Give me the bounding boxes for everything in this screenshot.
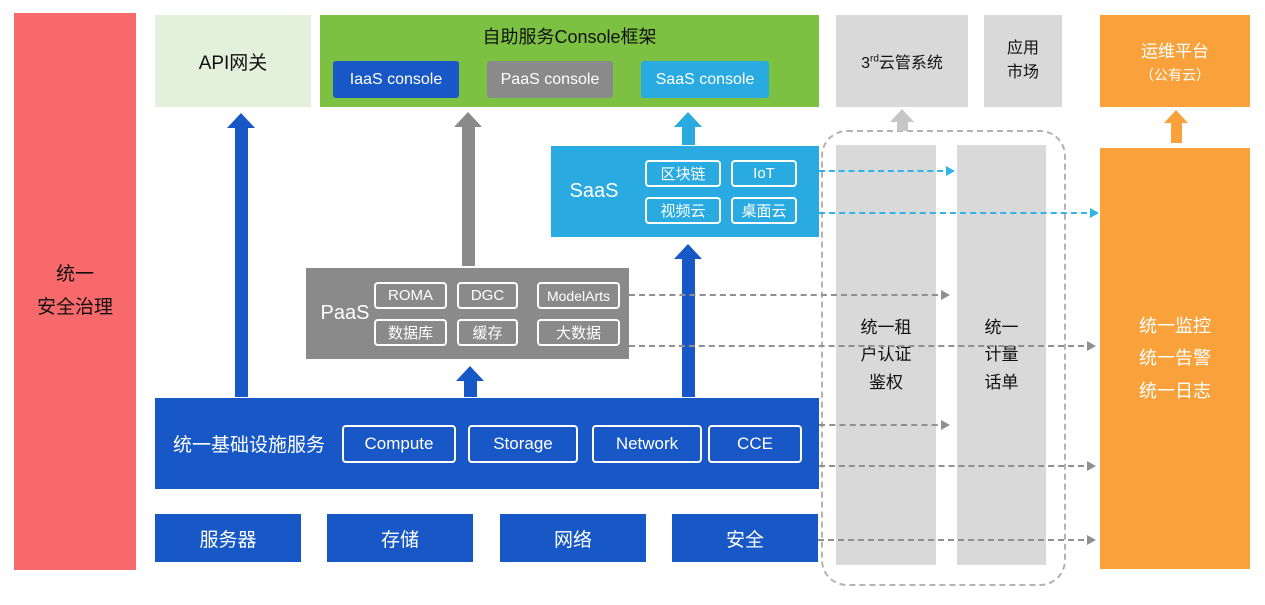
dashed-connector-saas-to-metering (819, 166, 955, 176)
paas-item-modelarts: ModelArts (537, 282, 620, 309)
dashed-arrow-head (941, 420, 950, 430)
dashed-arrow-head (946, 166, 955, 176)
arrow-head (454, 112, 482, 127)
infra-layer-label: 统一基础设施服务 (172, 435, 325, 456)
infra-item-cce: CCE (708, 425, 802, 463)
arrow-head (674, 244, 702, 259)
paas-item-cache: 缓存 (457, 319, 518, 346)
dashed-arrow-head (1090, 208, 1099, 218)
dashed-connector-infra-to-monitor (819, 461, 1096, 471)
arrow-head (890, 109, 914, 122)
paas-layer-box: PaaS ROMA DGC ModelArts 数据库 缓存 大数据 (306, 268, 629, 359)
iaas-console-box: IaaS console (333, 61, 459, 98)
saas-item-video-cloud: 视频云 (645, 197, 721, 224)
dashed-arrow-head (941, 290, 950, 300)
arrow-shaft (1170, 123, 1182, 143)
infra-item-storage: Storage (468, 425, 578, 463)
network-box: 网络 (500, 514, 646, 562)
arrow-shaft (681, 259, 695, 397)
api-gateway-box: API网关 (155, 15, 311, 107)
security-governance-bar: 统一 安全治理 (14, 13, 136, 570)
console-frame-box: 自助服务Console框架 IaaS console PaaS console … (320, 15, 819, 107)
auth-metering-group-border (821, 130, 1066, 586)
paas-item-database: 数据库 (374, 319, 447, 346)
third-party-label: 3rd云管系统 (861, 53, 943, 72)
arrow-head (227, 113, 255, 128)
arrow-infra-to-paas (456, 366, 484, 397)
saas-item-iot: IoT (731, 160, 797, 187)
paas-item-dgc: DGC (457, 282, 518, 309)
dashed-connector-saas-to-monitor (819, 208, 1099, 218)
server-box: 服务器 (155, 514, 301, 562)
saas-item-desktop-cloud: 桌面云 (731, 197, 797, 224)
arrow-shaft (234, 128, 248, 397)
arrow-shaft (681, 127, 695, 145)
infra-item-compute: Compute (342, 425, 456, 463)
arrow-monitor-to-om-platform (1164, 110, 1188, 143)
arrow-infra-to-saas (674, 244, 702, 397)
monitor-alarm-log-box: 统一监控 统一告警 统一日志 (1100, 148, 1250, 569)
third-party-cloud-mgmt-box: 3rd云管系统 (836, 15, 968, 107)
dashed-arrow-head (1087, 461, 1096, 471)
om-platform-subtitle: （公有云） (1140, 67, 1210, 83)
saas-console-box: SaaS console (641, 61, 769, 98)
arrow-head (1164, 110, 1188, 123)
dashed-connector-security-to-monitor (818, 535, 1096, 545)
paas-item-roma: ROMA (374, 282, 447, 309)
app-market-box: 应用 市场 (984, 15, 1062, 107)
arrow-group-to-third-party (890, 109, 914, 131)
paas-layer-label: PaaS (320, 302, 370, 324)
saas-layer-label: SaaS (569, 180, 619, 202)
paas-item-bigdata: 大数据 (537, 319, 620, 346)
arrow-infra-to-api-gateway (227, 113, 255, 397)
arrow-shaft (896, 122, 908, 131)
om-platform-title: 运维平台 (1141, 42, 1209, 61)
arrow-head (456, 366, 484, 381)
arrow-shaft (461, 127, 475, 266)
arrow-shaft (463, 381, 477, 397)
arrow-saas-to-console (674, 112, 702, 145)
tenant-auth-bar: 统一租 户认证 鉴权 (836, 145, 936, 565)
dashed-connector-paas-to-monitor (629, 341, 1096, 351)
om-platform-box: 运维平台 （公有云） (1100, 15, 1250, 107)
saas-layer-box: SaaS 区块链 IoT 视频云 桌面云 (551, 146, 819, 237)
paas-console-box: PaaS console (487, 61, 613, 98)
dashed-connector-paas-to-metering (629, 290, 950, 300)
dashed-arrow-head (1087, 535, 1096, 545)
security-box: 安全 (672, 514, 818, 562)
dashed-connector-infra-to-metering (819, 420, 950, 430)
arrow-head (674, 112, 702, 127)
infra-item-network: Network (592, 425, 702, 463)
metering-billing-bar: 统一 计量 话单 (957, 145, 1046, 565)
saas-item-blockchain: 区块链 (645, 160, 721, 187)
dashed-arrow-head (1087, 341, 1096, 351)
console-frame-title: 自助服务Console框架 (482, 27, 657, 47)
arrow-paas-to-console (454, 112, 482, 266)
infra-layer-box: 统一基础设施服务 Compute Storage Network CCE (155, 398, 819, 489)
storage-box: 存储 (327, 514, 473, 562)
